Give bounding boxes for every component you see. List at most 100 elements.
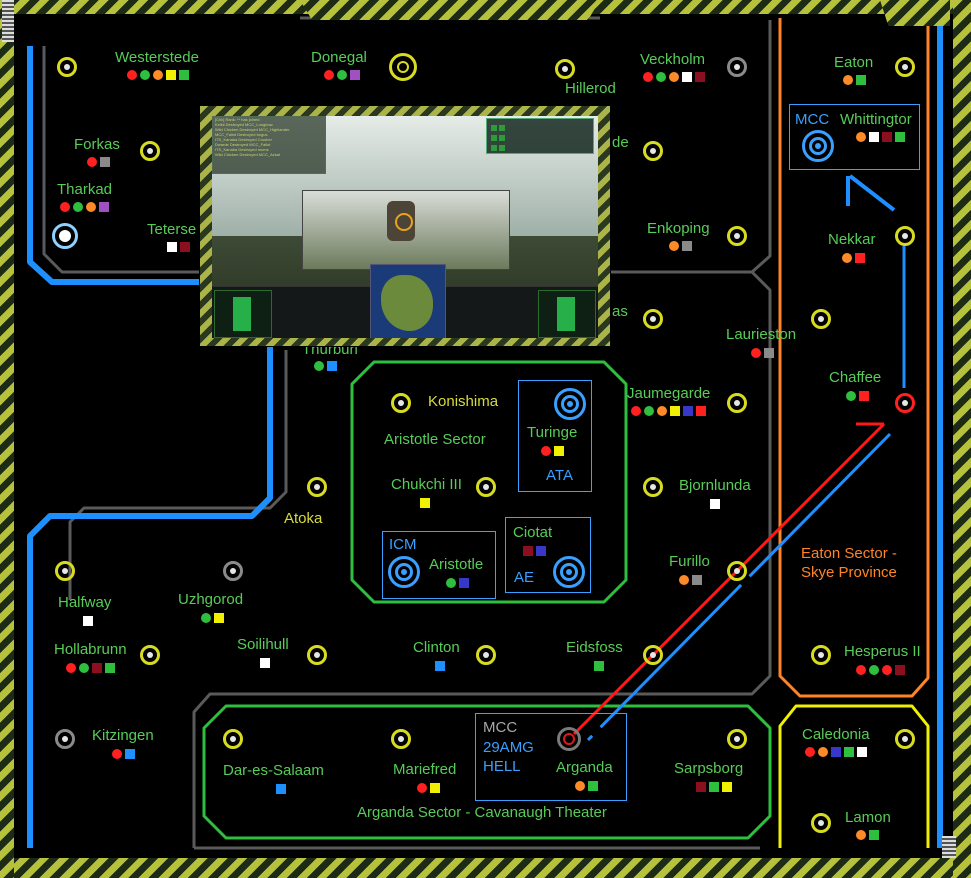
- markers-laurieston: [751, 348, 774, 358]
- planet-nekkar[interactable]: [895, 226, 915, 246]
- planet-mariefred[interactable]: [391, 729, 411, 749]
- marker: [167, 242, 177, 252]
- markers-soilihull: [260, 658, 270, 668]
- planet-hesperus[interactable]: [811, 645, 831, 665]
- planet-tharkad[interactable]: [52, 223, 78, 249]
- markers-veckholm: [643, 72, 705, 82]
- kill-feed-line: ITS_Kanaba Destroyed Crusher: [215, 137, 272, 142]
- markers-eidsfoss: [594, 661, 604, 671]
- marker: [679, 575, 689, 585]
- label-nekkar: Nekkar: [828, 231, 876, 248]
- marker: [594, 661, 604, 671]
- sector-label-aristotle: Aristotle Sector: [384, 431, 486, 448]
- marker: [153, 70, 163, 80]
- planet-westerstede[interactable]: [57, 57, 77, 77]
- planet-dar-es-salaam[interactable]: [223, 729, 243, 749]
- planet-kitzingen-node[interactable]: [55, 729, 75, 749]
- planet-arganda[interactable]: [557, 727, 581, 751]
- label-tetersen: Teterse: [147, 221, 197, 238]
- markers-aristotle: [446, 578, 469, 588]
- planet-eidsfoss[interactable]: [643, 645, 663, 665]
- marker: [86, 202, 96, 212]
- label-chukchi: Chukchi III: [391, 476, 462, 493]
- markers-whittington: [856, 132, 905, 142]
- marker: [831, 747, 841, 757]
- planet-laurieston-node[interactable]: [811, 309, 831, 329]
- marker: [127, 70, 137, 80]
- marker: [554, 446, 564, 456]
- label-westerstede: Westerstede: [115, 49, 199, 66]
- marker: [895, 665, 905, 675]
- planet-clinton[interactable]: [476, 645, 496, 665]
- marker: [869, 132, 879, 142]
- marker: [435, 661, 445, 671]
- planet-partial-as[interactable]: [643, 309, 663, 329]
- marker: [882, 665, 892, 675]
- planet-konishima[interactable]: [391, 393, 411, 413]
- planet-jaumegarde[interactable]: [727, 393, 747, 413]
- minimap: [370, 264, 446, 338]
- target-icon[interactable]: [553, 556, 585, 588]
- marker: [669, 72, 679, 82]
- planet-atoka[interactable]: [307, 477, 327, 497]
- label-eaton: Eaton: [834, 54, 874, 71]
- planet-bjornlunda-node[interactable]: [643, 477, 663, 497]
- marker: [179, 70, 189, 80]
- box-label-mcc-bottom: MCC: [483, 719, 518, 736]
- label-furillo: Furillo: [669, 553, 710, 570]
- marker: [87, 157, 97, 167]
- label-arganda: Arganda: [556, 759, 613, 776]
- markers-donegal: [324, 70, 360, 80]
- marker: [670, 406, 680, 416]
- markers-lamon: [856, 830, 879, 840]
- label-eidsfoss: Eidsfoss: [566, 639, 623, 656]
- planet-uzhgorod-node[interactable]: [223, 561, 243, 581]
- marker: [855, 253, 865, 263]
- planet-donegal[interactable]: [389, 53, 417, 81]
- route-line: [848, 174, 896, 212]
- label-soilihull: Soilihull: [237, 636, 289, 653]
- marker: [818, 747, 828, 757]
- marker: [805, 747, 815, 757]
- planet-chaffee[interactable]: [895, 393, 915, 413]
- route-line: [192, 270, 772, 848]
- sector-label-arganda: Arganda Sector - Cavanaugh Theater: [357, 804, 607, 821]
- planet-veckholm-node[interactable]: [727, 57, 747, 77]
- planet-soilihull[interactable]: [307, 645, 327, 665]
- marker: [73, 202, 83, 212]
- planet-hillerod[interactable]: [555, 59, 575, 79]
- markers-clinton: [435, 661, 445, 671]
- marker: [66, 663, 76, 673]
- target-icon[interactable]: [388, 556, 420, 588]
- target-icon[interactable]: [554, 388, 586, 420]
- planet-partial-de[interactable]: [643, 141, 663, 161]
- planet-furillo[interactable]: [727, 561, 747, 581]
- kill-feed-line: Dwarde Destroyed MCC_Fallot: [215, 142, 271, 147]
- planet-sarpsborg[interactable]: [727, 729, 747, 749]
- planet-caledonia[interactable]: [895, 729, 915, 749]
- planet-enkoping[interactable]: [727, 226, 747, 246]
- marker: [446, 578, 456, 588]
- markers-chukchi: [420, 498, 430, 508]
- kill-feed-line: MCC_Fallot Destroyed bogus: [215, 132, 268, 137]
- marker: [105, 663, 115, 673]
- markers-hollabrunn: [66, 663, 115, 673]
- planet-forkas[interactable]: [140, 141, 160, 161]
- planet-eaton[interactable]: [895, 57, 915, 77]
- planet-lamon[interactable]: [811, 813, 831, 833]
- target-icon[interactable]: [802, 130, 834, 162]
- marker: [92, 663, 102, 673]
- marker: [709, 782, 719, 792]
- mech-status-right: [538, 290, 596, 338]
- label-jaumegarde: Jaumegarde: [627, 385, 711, 402]
- marker: [631, 406, 641, 416]
- planet-halfway[interactable]: [55, 561, 75, 581]
- marker: [214, 613, 224, 623]
- planet-chukchi[interactable]: [476, 477, 496, 497]
- marker: [856, 75, 866, 85]
- planet-hollabrunn[interactable]: [140, 645, 160, 665]
- box-label-mcc-top: MCC: [795, 111, 830, 128]
